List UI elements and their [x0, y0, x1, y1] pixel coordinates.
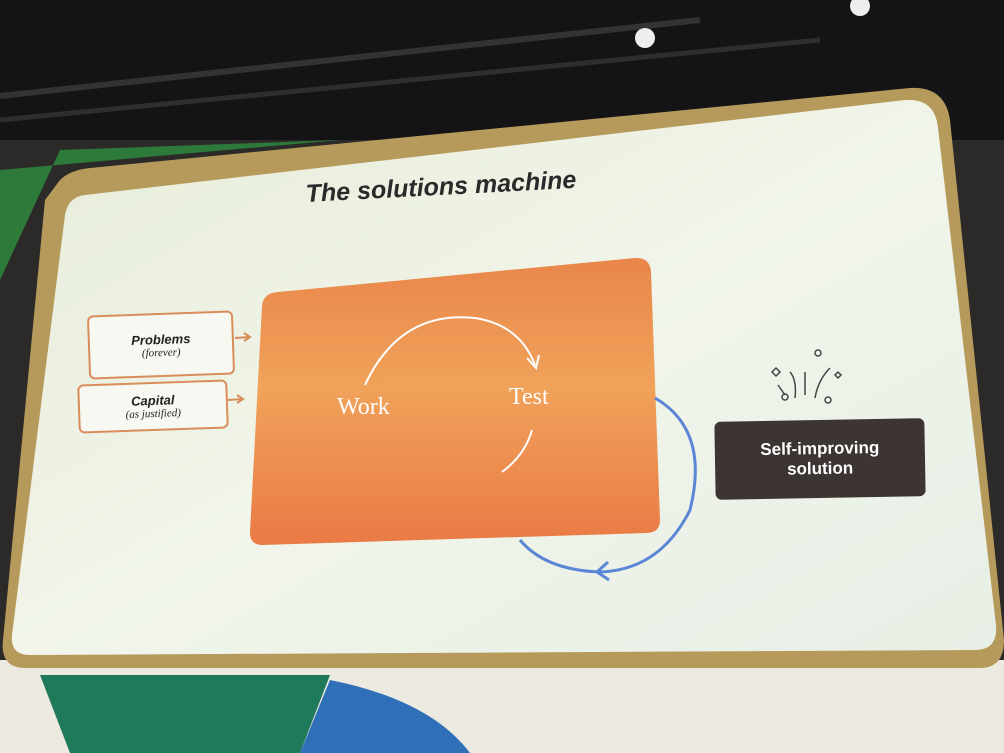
- sparkle-icon: [770, 349, 843, 404]
- output-line-2: solution: [786, 458, 854, 479]
- cycle-label-test: Test: [509, 384, 549, 410]
- stage-light: [635, 28, 655, 48]
- arrow-right-icon: [227, 394, 245, 404]
- cycle-box: [250, 257, 660, 545]
- cycle-label-work: Work: [337, 394, 390, 420]
- cycle-arrow-bottom: [501, 429, 533, 473]
- arrowhead-icon: [526, 354, 540, 371]
- input-problems: Problems (forever): [86, 310, 236, 380]
- feedback-loop-arrow: [518, 396, 697, 574]
- arrowhead-icon: [594, 560, 610, 582]
- input-capital: Capital (as justified): [77, 379, 229, 434]
- stage-light: [850, 0, 870, 16]
- arrow-right-icon: [234, 332, 252, 342]
- output-box: Self-improving solution: [714, 418, 926, 500]
- cycle-arrow-top: [364, 316, 536, 386]
